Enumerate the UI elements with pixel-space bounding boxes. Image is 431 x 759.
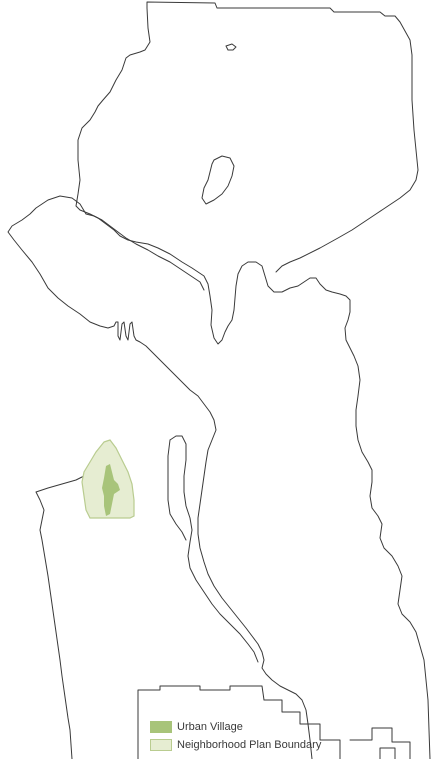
ship-canal-north-shore <box>85 213 205 291</box>
west-seattle-outline <box>35 475 85 759</box>
duwamish-waterway-outline <box>169 435 259 663</box>
urban-village-swatch <box>150 721 172 733</box>
map-legend: Urban Village Neighborhood Plan Boundary <box>150 718 390 754</box>
harbor-island-outline <box>167 439 187 541</box>
legend-label: Urban Village <box>177 721 243 733</box>
legend-item-neighborhood-plan-boundary: Neighborhood Plan Boundary <box>150 736 390 754</box>
small-pond-outline <box>225 43 237 51</box>
legend-item-urban-village: Urban Village <box>150 718 390 736</box>
legend-label: Neighborhood Plan Boundary <box>177 739 322 751</box>
south-city-boundary <box>137 685 411 759</box>
north-city-outline <box>75 1 431 759</box>
urban-village-area <box>102 464 120 516</box>
magnolia-outline <box>7 195 313 759</box>
green-lake-outline <box>201 155 235 205</box>
neighborhood-plan-boundary-swatch <box>150 739 172 751</box>
